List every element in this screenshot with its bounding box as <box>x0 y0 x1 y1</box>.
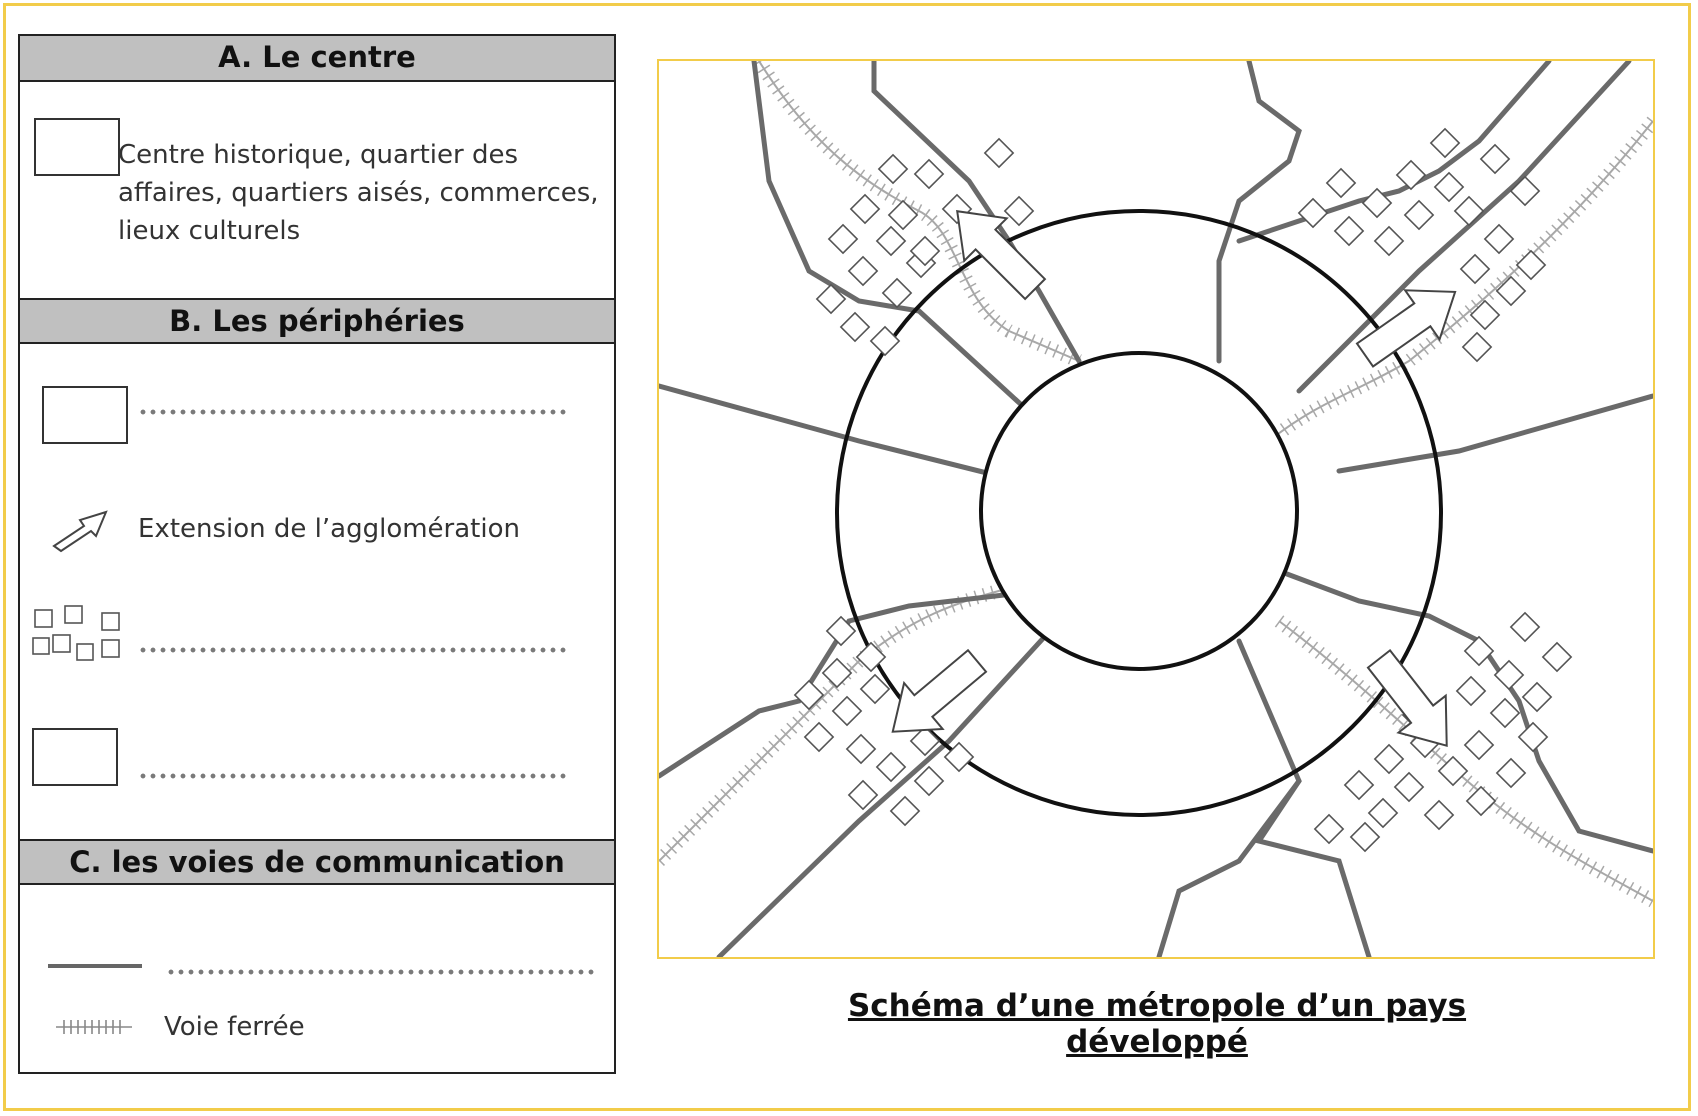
page-frame <box>3 3 1691 1111</box>
periphery-ring <box>835 209 1443 817</box>
housing-cluster-icon <box>32 605 120 661</box>
road-nw-outer <box>751 61 1042 424</box>
housing-cluster-sw <box>793 615 975 827</box>
road-w <box>659 383 1022 484</box>
road-ne-upper <box>1236 61 1552 244</box>
road-se-outer <box>1276 568 1653 854</box>
road-n <box>1216 61 1302 364</box>
road-se-inner <box>1236 638 1372 957</box>
periphery-swatch-1 <box>42 386 128 444</box>
road-e <box>1336 393 1653 474</box>
housing-cluster-nw <box>815 137 1035 357</box>
road-line-icon <box>48 964 142 968</box>
road-nw-inner <box>871 61 1082 364</box>
blank-answer-line-3 <box>138 772 568 780</box>
extension-label: Extension de l’agglomération <box>138 514 520 544</box>
railway-label: Voie ferrée <box>164 1012 305 1042</box>
centre-description: Centre historique, quartier des affaires… <box>118 140 599 246</box>
legend-section-b-title: B. Les périphéries <box>20 298 614 344</box>
extension-arrows <box>891 210 1457 747</box>
diagram-caption: Schéma d’une métropole d’un pays dévelop… <box>847 988 1467 1060</box>
railway-icon <box>56 1020 132 1034</box>
blank-answer-line-4 <box>166 968 596 976</box>
extension-arrow-icon <box>52 510 108 553</box>
railway-north-west <box>753 61 1082 368</box>
metropolis-svg <box>659 61 1653 957</box>
extension-arrow-se <box>1366 648 1448 747</box>
legend-section-c-title: C. les voies de communication <box>20 839 614 885</box>
extension-arrow-sw <box>891 648 988 733</box>
blank-answer-line-2 <box>138 646 568 654</box>
housing-cluster-ne <box>1297 127 1547 363</box>
centre-swatch <box>34 118 120 176</box>
railway-north-east <box>1264 116 1653 447</box>
road-sw-outer <box>659 588 1042 779</box>
road-sw-inner <box>716 618 1062 957</box>
metropolis-diagram <box>657 59 1655 959</box>
road-s <box>1156 778 1302 957</box>
blank-answer-line-1 <box>138 408 568 416</box>
extension-arrow-nw <box>956 210 1047 301</box>
city-centre-circle <box>979 351 1299 671</box>
periphery-swatch-3 <box>32 728 118 786</box>
roads <box>659 61 1653 957</box>
legend-section-a-title: A. Le centre <box>20 36 614 82</box>
extension-arrow-ne <box>1355 289 1457 368</box>
legend-panel: A. Le centre Centre historique, quartier… <box>18 34 616 1074</box>
